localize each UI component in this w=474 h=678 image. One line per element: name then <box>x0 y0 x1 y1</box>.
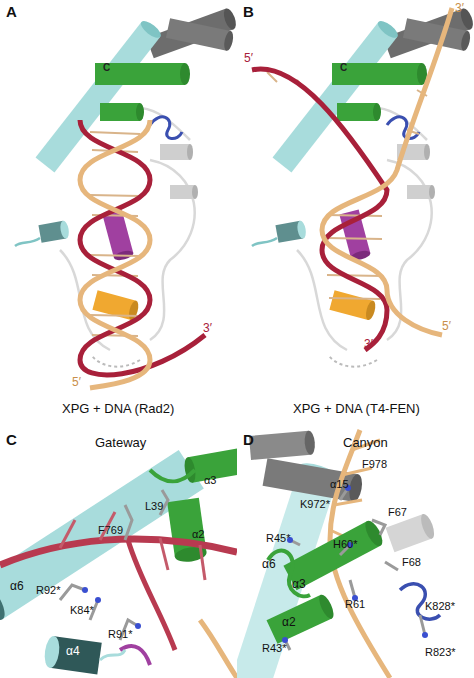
residue-label: F769 <box>98 524 123 536</box>
strand-end: 3′ <box>455 2 464 15</box>
residue-label: L39 <box>145 500 163 512</box>
panel-caption: XPG + DNA (Rad2) <box>62 402 174 416</box>
strand-end: 5′ <box>442 320 451 333</box>
helix-label: α4 <box>66 645 80 658</box>
dna-duplex <box>252 8 452 350</box>
residue-label: F978 <box>362 458 387 470</box>
terminus-label: C <box>103 62 110 73</box>
dna-strand <box>252 69 387 350</box>
panel-title: Gateway <box>95 436 146 450</box>
panel-letter: D <box>243 432 254 449</box>
helix-label: α3 <box>204 474 216 486</box>
helix <box>283 518 385 590</box>
gateway-closeup <box>0 449 237 678</box>
dna-strand <box>200 620 237 678</box>
helix-label: α2 <box>282 616 296 629</box>
nitrogen-atoms <box>282 485 428 643</box>
loop <box>150 470 195 482</box>
base-pairs <box>90 132 140 336</box>
side-chains <box>60 490 168 640</box>
panel-letter: B <box>243 4 254 21</box>
residue-label: F67 <box>388 506 407 518</box>
side-chains <box>285 488 425 650</box>
strand-end: 3′ <box>203 322 212 335</box>
panel-caption: XPG + DNA (T4-FEN) <box>293 402 420 416</box>
residue-label: R91* <box>108 628 132 640</box>
helix-label: α6 <box>262 558 276 571</box>
protein-cartoon <box>15 7 238 367</box>
helix <box>249 430 316 460</box>
helix-label: α15 <box>330 478 349 490</box>
residue-label: R92* <box>36 584 60 596</box>
canyon-closeup <box>237 430 440 678</box>
residue-label: R43* <box>262 642 286 654</box>
residue-label: K828* <box>425 600 455 612</box>
helix-label: α6 <box>10 580 24 593</box>
loop <box>120 646 150 665</box>
helix <box>267 593 337 644</box>
protein-cartoon <box>252 7 474 367</box>
helix-label: α3 <box>292 578 306 591</box>
terminus-label: C <box>340 62 347 73</box>
residue-label: R823* <box>425 646 456 658</box>
strand-end: 5′ <box>244 52 253 65</box>
residue-label: K84* <box>70 604 94 616</box>
residue-label: F68 <box>402 556 421 568</box>
dna-strand <box>128 540 175 650</box>
dna-strand <box>80 120 150 388</box>
helix <box>43 635 102 674</box>
residue-label: R45* <box>266 532 290 544</box>
strand-end: 5′ <box>72 376 81 389</box>
coil <box>100 650 125 660</box>
panel-title: Canyon <box>343 436 388 450</box>
dna-strand <box>322 8 452 335</box>
strand-end: 3′ <box>364 338 373 351</box>
helix-label: α2 <box>192 528 204 540</box>
residue-label: H60* <box>333 538 357 550</box>
helix <box>386 512 437 552</box>
base-pairs <box>267 72 427 299</box>
residue-label: R61 <box>345 598 365 610</box>
residue-label: K972* <box>300 498 330 510</box>
panel-letter: A <box>6 4 17 21</box>
panel-letter: C <box>6 432 17 449</box>
